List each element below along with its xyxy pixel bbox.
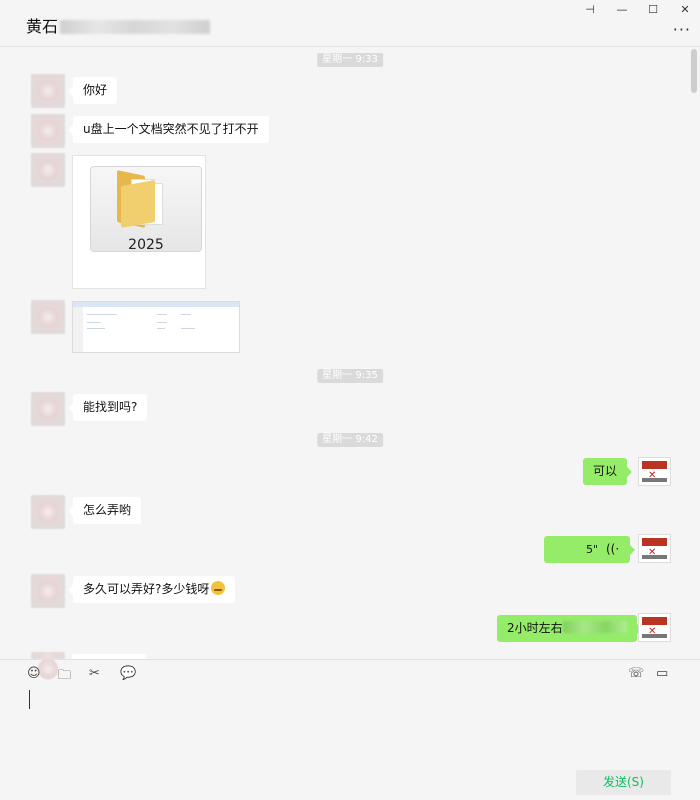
message-bubble-incoming[interactable]: 能找到吗? (67, 394, 148, 421)
chat-title: 黄石 (26, 13, 211, 37)
folder-icon (117, 170, 173, 228)
voice-message-bubble[interactable]: 5" ((· (544, 536, 635, 563)
message-text: 2小时左右 (507, 621, 563, 635)
contact-avatar[interactable] (31, 495, 65, 529)
my-avatar[interactable]: ✕ (638, 457, 671, 486)
scroll-thumb[interactable] (691, 49, 697, 93)
message-bubble-incoming-partial[interactable] (72, 654, 146, 660)
message-bubble-incoming[interactable]: 你好 (67, 77, 118, 104)
close-button[interactable]: ✕ (680, 3, 690, 16)
image-message-thumbnail[interactable] (72, 301, 240, 353)
chat-title-redacted (60, 20, 211, 34)
message-input[interactable] (24, 686, 674, 762)
contact-avatar[interactable] (31, 652, 65, 680)
message-bubble-outgoing[interactable]: 2小时左右 (497, 615, 642, 642)
contact-avatar[interactable] (31, 574, 65, 608)
contact-avatar[interactable] (31, 114, 65, 148)
folder-preview: 2025 (90, 166, 202, 253)
my-avatar[interactable]: ✕ (638, 613, 671, 642)
contact-avatar[interactable] (31, 300, 65, 334)
timestamp: 星期一 9:42 (317, 433, 383, 447)
message-text: 多久可以弄好?多少钱呀 (83, 582, 210, 596)
phone-icon[interactable]: ☏ (628, 666, 645, 681)
chat-header: 黄石 ⊣ — ☐ ✕ ··· (0, 0, 700, 47)
message-bubble-incoming[interactable]: u盘上一个文档突然不见了打不开 (68, 116, 269, 143)
folder-icon[interactable]: 🗀 (58, 668, 72, 683)
message-redacted (562, 621, 627, 633)
contact-avatar[interactable] (31, 153, 65, 187)
emoji-icon[interactable]: ☺ (27, 666, 41, 681)
file-message-card[interactable]: 2025 (72, 155, 206, 289)
message-bubble-incoming[interactable]: 多久可以弄好?多少钱呀 (67, 576, 236, 603)
message-bubble-incoming[interactable]: 怎么弄哟 (67, 497, 142, 524)
chat-history-icon[interactable]: 💬 (120, 666, 137, 681)
more-options-button[interactable]: ··· (672, 20, 691, 39)
maximize-button[interactable]: ☐ (648, 3, 658, 16)
send-button[interactable]: 发送(S) (576, 770, 671, 795)
file-label: 2025 (128, 237, 164, 253)
chat-scrollbar[interactable] (690, 47, 698, 659)
sweat-smile-emoji-icon (211, 581, 226, 595)
voice-duration: 5" (586, 543, 599, 556)
chat-title-text: 黄石 (26, 17, 59, 36)
contact-avatar[interactable] (31, 74, 65, 108)
message-bubble-outgoing[interactable]: 可以 (583, 458, 633, 485)
timestamp: 星期一 9:33 (317, 53, 383, 67)
text-caret (29, 690, 30, 709)
timestamp: 星期一 9:35 (317, 369, 383, 383)
scissors-icon[interactable]: ✂ (89, 666, 100, 681)
voice-wave-icon: ((· (606, 542, 620, 556)
pin-icon[interactable]: ⊣ (585, 3, 595, 16)
minimize-button[interactable]: — (616, 3, 628, 16)
my-avatar[interactable]: ✕ (638, 534, 671, 563)
contact-avatar[interactable] (31, 392, 65, 426)
video-icon[interactable]: ▭ (656, 666, 669, 681)
input-divider (0, 659, 700, 660)
